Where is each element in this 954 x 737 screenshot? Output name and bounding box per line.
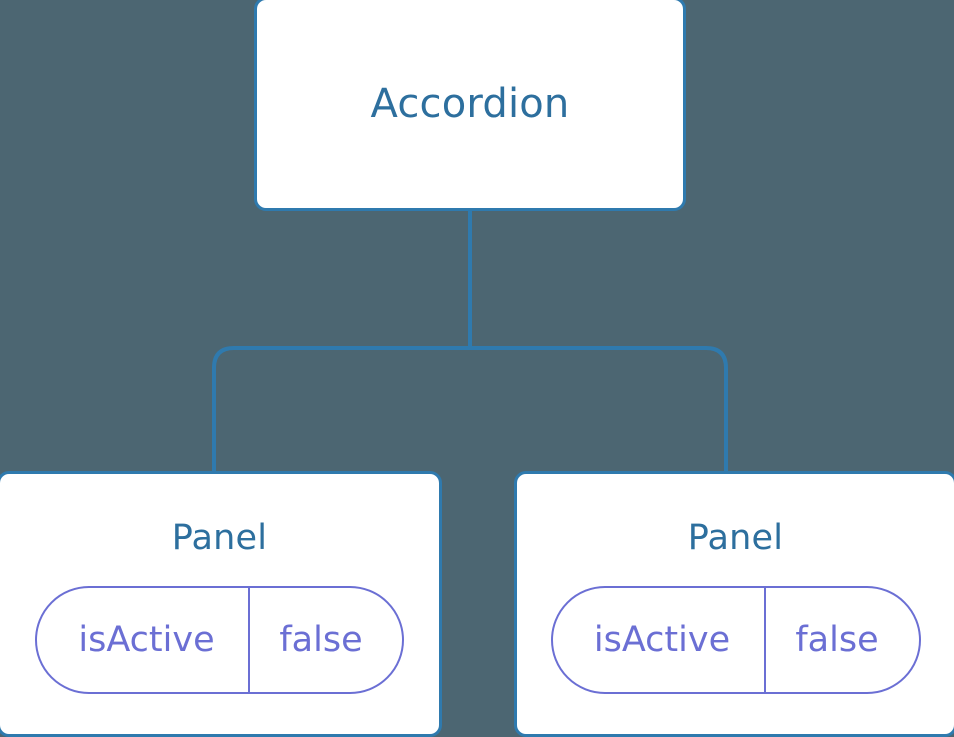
node-accordion-title: Accordion xyxy=(370,81,570,127)
prop-value-isactive: false xyxy=(795,619,879,660)
prop-key-isactive: isActive xyxy=(37,588,250,692)
prop-pill-panel-2[interactable]: isActive false xyxy=(550,586,921,694)
node-panel-2-title: Panel xyxy=(687,518,784,558)
node-accordion[interactable]: Accordion xyxy=(254,0,686,211)
prop-pill-panel-1[interactable]: isActive false xyxy=(35,586,404,694)
node-panel-1[interactable]: Panel isActive false xyxy=(0,471,442,737)
node-panel-1-title: Panel xyxy=(171,518,268,558)
connector-branch-bus xyxy=(212,346,728,471)
node-panel-2[interactable]: Panel isActive false xyxy=(514,471,954,737)
prop-value-isactive: false xyxy=(279,619,363,660)
prop-key-isactive: isActive xyxy=(553,588,766,692)
